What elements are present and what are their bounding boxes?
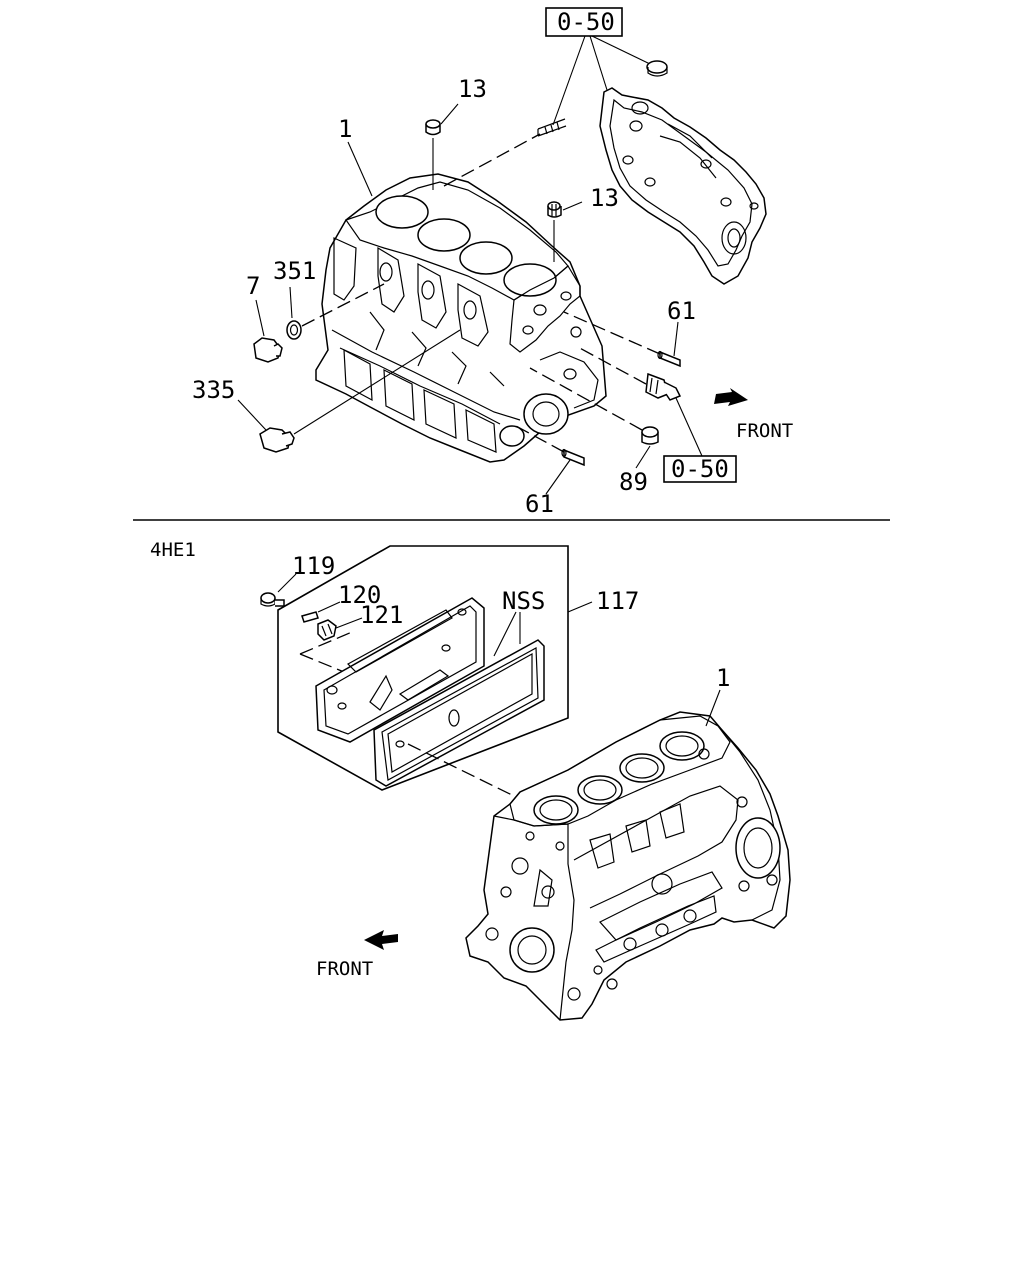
dowel-pin-61-a [657, 350, 681, 368]
stud-120 [301, 611, 319, 623]
callout-351: 351 [273, 257, 316, 285]
front-label-top: FRONT [736, 420, 793, 442]
kit-bracket-117 [277, 545, 569, 791]
callout-117: 117 [596, 587, 639, 615]
ref-box-bottom-label: 0-50 [671, 455, 729, 483]
callout-121: 121 [360, 601, 403, 629]
gasket-nss [373, 639, 545, 787]
callout-61-a: 61 [667, 297, 696, 325]
callout-61-b: 61 [525, 490, 554, 518]
ref-box-top-label: 0-50 [557, 8, 615, 36]
cylinder-block-top [315, 173, 607, 463]
variant-label: 4HE1 [150, 539, 196, 561]
nut-121 [317, 619, 337, 641]
plug-335 [259, 427, 295, 453]
dowel-pin-61-b [561, 448, 585, 467]
ref-box-top[interactable]: 0-50 [545, 7, 623, 37]
plug-7 [253, 337, 283, 363]
washer-351 [286, 320, 302, 340]
plug-89 [641, 426, 659, 445]
stud-bolt-top [537, 118, 567, 137]
plug-13-a [425, 119, 441, 136]
callout-nss: NSS [502, 587, 545, 615]
ref-box-bottom[interactable]: 0-50 [663, 455, 737, 483]
callout-7: 7 [246, 272, 260, 300]
bolt-119 [260, 592, 285, 607]
front-label-bottom: FRONT [316, 958, 373, 980]
bottom-assembly: 4HE1 [150, 539, 791, 1021]
callout-1-bottom: 1 [716, 664, 730, 692]
front-arrow-bottom-icon [364, 930, 398, 950]
pressure-switch [645, 372, 682, 401]
callout-13-a: 13 [458, 75, 487, 103]
plug-13-b [547, 201, 562, 218]
callout-13-b: 13 [590, 184, 619, 212]
callout-1-top: 1 [338, 115, 352, 143]
bolt-top-right [646, 60, 668, 77]
cover-plate [315, 597, 485, 743]
cylinder-block-bottom [465, 711, 791, 1021]
callout-335: 335 [192, 376, 235, 404]
callout-89: 89 [619, 468, 648, 496]
callout-120: 120 [338, 581, 381, 609]
front-arrow-top-icon [714, 388, 748, 406]
gear-case-cover [599, 87, 767, 285]
callout-119: 119 [292, 552, 335, 580]
top-assembly: 0-50 [192, 7, 793, 518]
